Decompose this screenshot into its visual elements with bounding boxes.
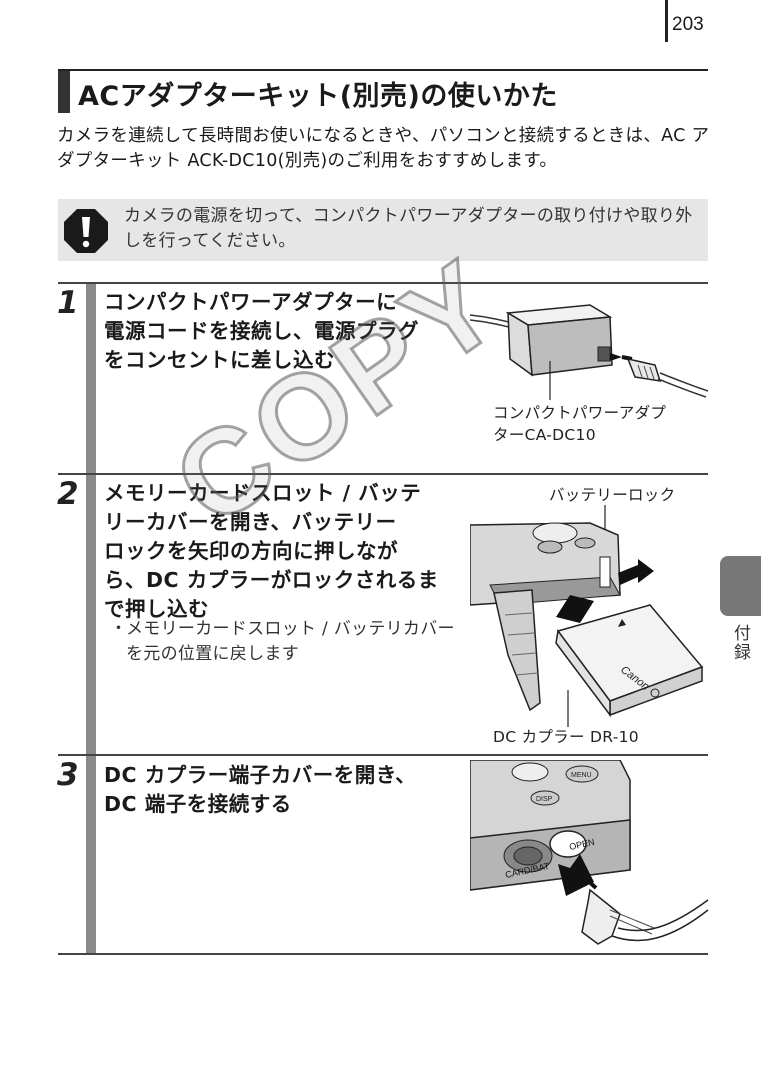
title-rule <box>58 69 708 71</box>
step-1-title-line: をコンセントに差し込む <box>104 348 335 372</box>
title-bar <box>58 71 70 113</box>
adapter-label-line: コンパクトパワーアダプ <box>493 404 667 422</box>
steps-bottom-rule <box>58 953 708 955</box>
adapter-label: コンパクトパワーアダプ ターCA-DC10 <box>493 402 666 446</box>
step-2-bar <box>86 475 96 754</box>
step-2-title-line: ら、DC カプラーがロックされるま <box>104 568 439 592</box>
appendix-tab-label: 付録 <box>730 624 750 662</box>
power-adapter-illustration <box>470 304 709 400</box>
step-3-rule <box>58 754 708 756</box>
step-2-title-line: ロックを矢印の方向に押しなが <box>104 539 398 563</box>
appendix-tab[interactable] <box>720 556 761 616</box>
step-2-number: 2 <box>57 476 79 512</box>
menu-button-label: MENU <box>571 772 592 779</box>
caution-box: カメラの電源を切って、コンパクトパワーアダプターの取り付けや取り外しを行ってくだ… <box>58 199 708 261</box>
step-3-title: DC カプラー端子カバーを開き、 DC 端子を接続する <box>104 761 416 819</box>
step-2-rule <box>58 473 708 475</box>
intro-paragraph: カメラを連続して長時間お使いになるときや、パソコンと接続するときは、AC アダプ… <box>57 126 710 171</box>
caution-text: カメラの電源を切って、コンパクトパワーアダプターの取り付けや取り外しを行ってくだ… <box>124 206 693 251</box>
page-title: ACアダプターキット(別売)の使いかた <box>78 81 558 112</box>
step-1-title-line: 電源コードを接続し、電源プラグ <box>104 319 419 343</box>
step-2-note: ・ メモリーカードスロット / バッテリカバーを元の位置に戻します <box>110 617 460 667</box>
page-number: 203 <box>672 14 704 35</box>
caution-icon <box>64 209 108 253</box>
note-bullet: ・ <box>110 619 128 639</box>
step-3-bar <box>86 756 96 953</box>
step-3-title-line: DC カプラー端子カバーを開き、 <box>104 763 417 787</box>
step-2-title: メモリーカードスロット / バッテ リーカバーを開き、バッテリー ロックを矢印の… <box>104 479 439 624</box>
step-1-rule <box>58 282 708 284</box>
step-1-number: 1 <box>57 285 79 321</box>
note-text: メモリーカードスロット / バッテリカバーを元の位置に戻します <box>126 619 455 664</box>
step-2-title-line: リーカバーを開き、バッテリー <box>104 510 397 534</box>
dc-coupler-label: DC カプラー DR-10 <box>493 728 639 746</box>
step-3-title-line: DC 端子を接続する <box>104 792 292 816</box>
disp-button-label: DISP <box>536 796 553 803</box>
step-1-title: コンパクトパワーアダプターに 電源コードを接続し、電源プラグ をコンセントに差し… <box>104 288 419 375</box>
battery-insertion-illustration: Canon <box>470 505 704 727</box>
step-1-bar <box>86 284 96 473</box>
step-2-title-line: で押し込む <box>104 597 209 621</box>
step-2-title-line: メモリーカードスロット / バッテ <box>104 481 422 505</box>
step-3-number: 3 <box>57 757 79 793</box>
dc-terminal-illustration: DISP MENU CARD/BAT OPEN <box>470 760 709 945</box>
page-number-rule <box>665 0 668 42</box>
battery-lock-label: バッテリーロック <box>549 486 676 504</box>
adapter-label-line: ターCA-DC10 <box>493 426 596 444</box>
step-1-title-line: コンパクトパワーアダプターに <box>104 290 398 314</box>
